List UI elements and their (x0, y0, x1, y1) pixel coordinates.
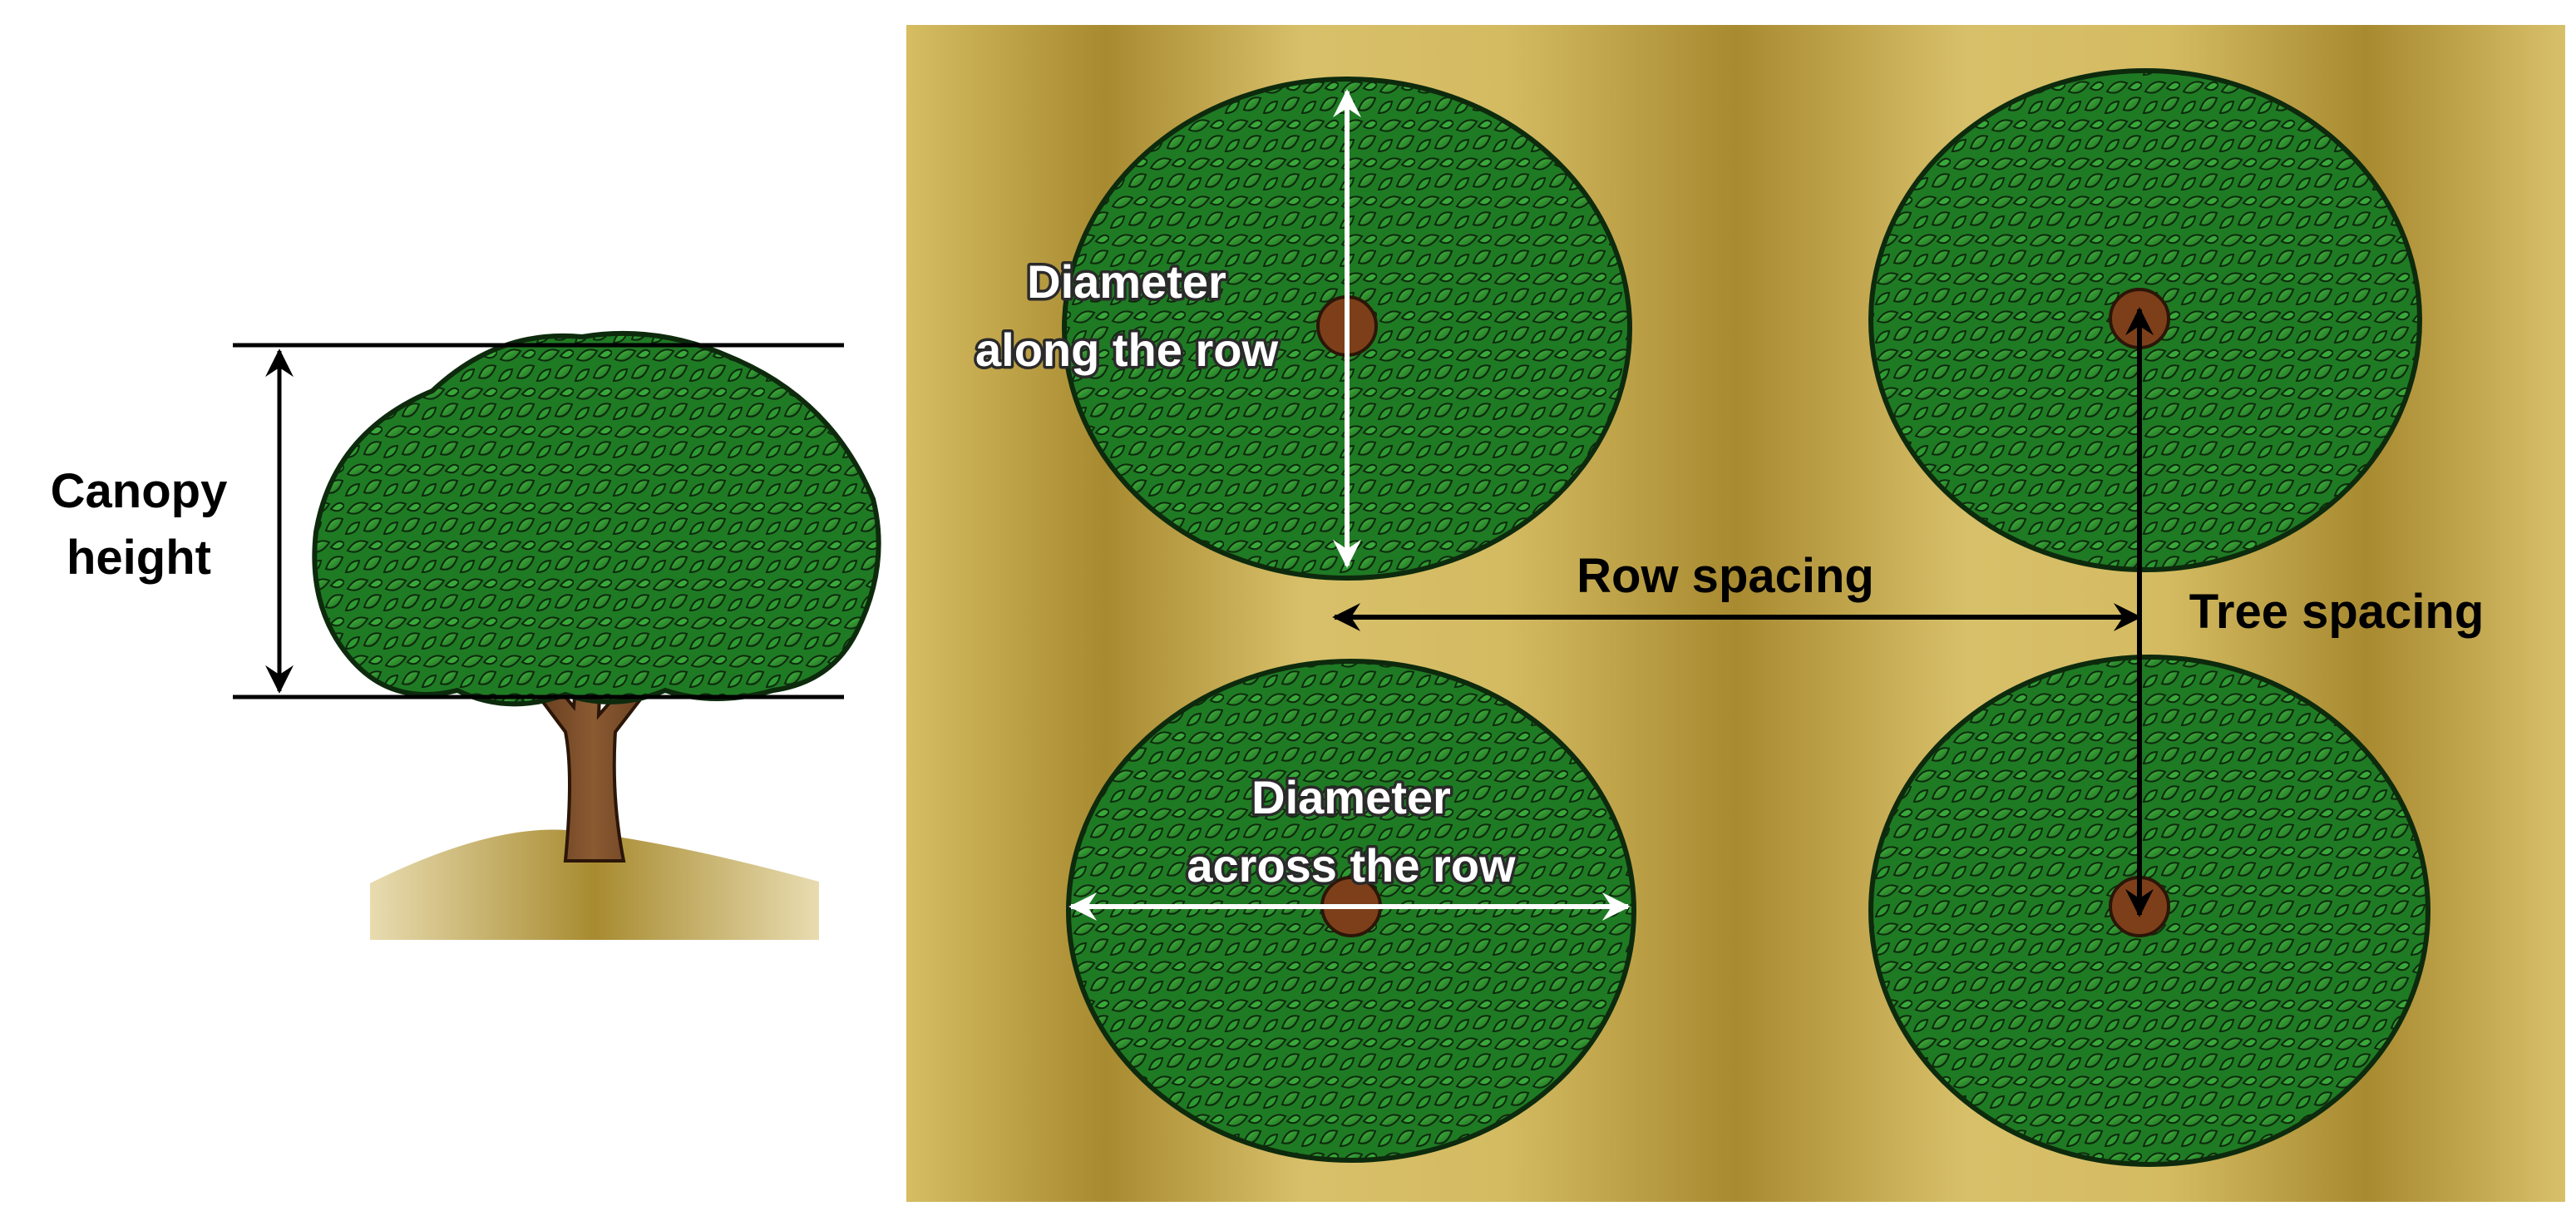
diameter-across-label-line1: Diameter (1251, 771, 1451, 823)
canopy-height-label-line2: height (67, 531, 211, 585)
top-view-panel: Diameter along the row Diameter across t… (906, 25, 2565, 1202)
tree-canopy-side (312, 330, 881, 707)
ground-mound (370, 829, 819, 940)
tree-spacing-label: Tree spacing (2189, 585, 2485, 639)
canopy-height-label-line1: Canopy (51, 464, 228, 518)
row-spacing-label: Row spacing (1577, 549, 1874, 603)
diameter-across-label-line2: across the row (1187, 839, 1516, 892)
diameter-along-label-line1: Diameter (1027, 255, 1226, 308)
side-view-panel (312, 330, 881, 940)
diameter-along-label-line2: along the row (975, 324, 1278, 376)
canopy-height-dimension: Canopy height (51, 343, 844, 699)
